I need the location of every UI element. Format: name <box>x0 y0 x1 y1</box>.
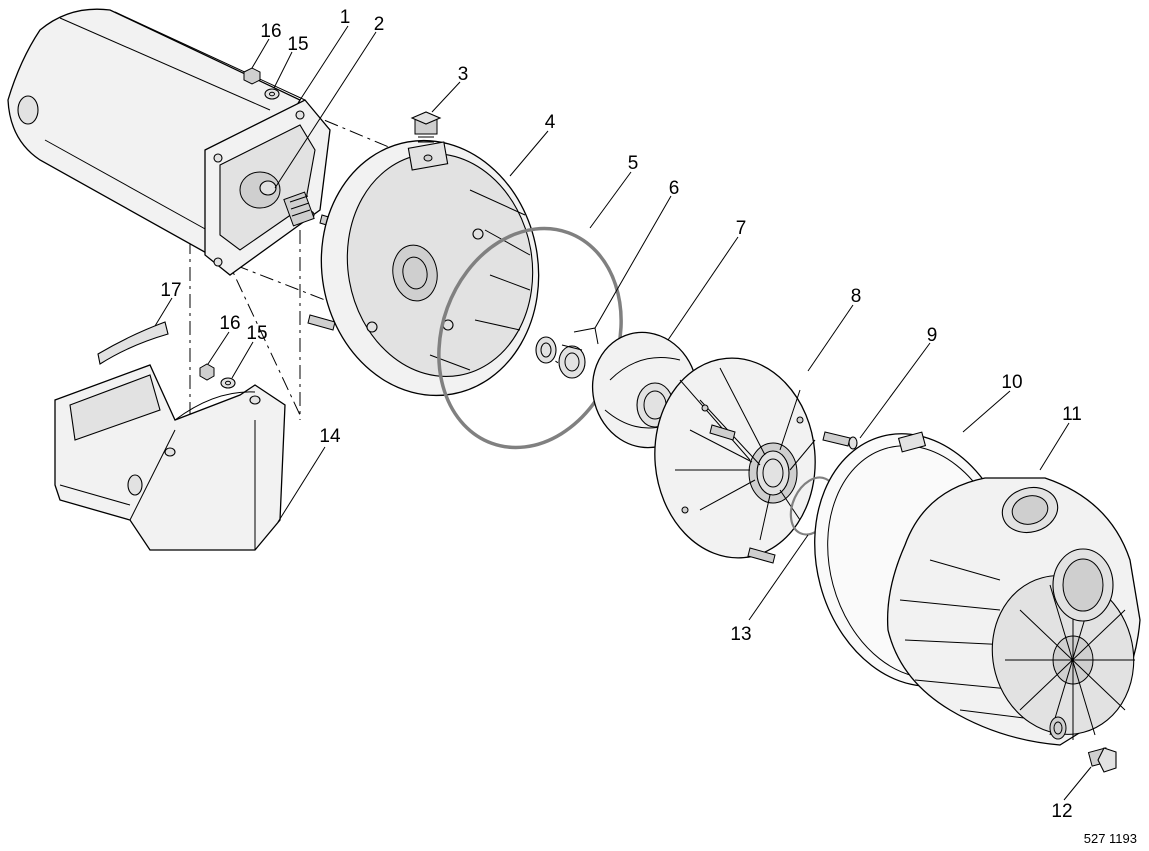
part-labels: 1 2 3 4 5 6 7 8 9 10 11 12 13 14 15 15 1… <box>160 7 1081 822</box>
part-label-12: 12 <box>1051 801 1072 822</box>
part-label-2: 2 <box>374 14 385 35</box>
part-label-10: 10 <box>1001 372 1022 393</box>
part-label-14: 14 <box>319 426 341 447</box>
part-label-1: 1 <box>340 7 351 28</box>
part-label-9: 9 <box>927 325 938 346</box>
part-label-15-top: 15 <box>287 34 308 55</box>
seal-plate <box>320 139 540 397</box>
washer-top <box>264 88 280 100</box>
diffuser <box>654 357 816 559</box>
pump-housing <box>886 477 1141 746</box>
part-label-4: 4 <box>545 112 556 133</box>
part-label-7: 7 <box>736 218 747 239</box>
priming-plug <box>410 111 442 143</box>
motor-mounting-plate <box>204 99 331 276</box>
drain-plug <box>1087 747 1117 773</box>
diffuser-screws <box>709 424 858 564</box>
part-label-16-lower: 16 <box>219 313 240 334</box>
part-label-8: 8 <box>851 286 862 307</box>
part-label-16-top: 16 <box>260 21 281 42</box>
base-pad <box>97 321 169 365</box>
part-label-3: 3 <box>458 64 469 85</box>
figure-id: 527 1193 <box>1084 831 1137 846</box>
part-label-5: 5 <box>628 153 639 174</box>
part-label-17: 17 <box>160 280 181 301</box>
shaft-seal <box>535 336 586 379</box>
part-label-15-lower: 15 <box>246 323 267 344</box>
part-label-11: 11 <box>1062 404 1082 425</box>
nut-lower <box>199 363 215 381</box>
nut-top <box>243 67 261 85</box>
washer-lower <box>220 377 236 389</box>
pump-base <box>54 364 286 551</box>
part-label-6: 6 <box>669 178 680 199</box>
leader-lines <box>154 25 1092 801</box>
shaft-threads <box>283 191 315 227</box>
part-label-13: 13 <box>730 624 751 645</box>
